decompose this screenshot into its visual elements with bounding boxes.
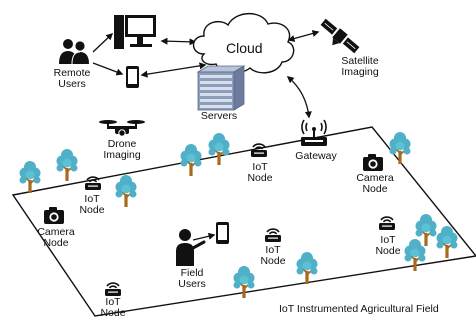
iot-node-label-line2: Node [375, 245, 401, 257]
satellite-icon [320, 18, 360, 54]
iot-node-label-line2: Node [260, 255, 286, 267]
iot-node-label-line2: Node [79, 204, 105, 216]
tree-icon [295, 251, 319, 285]
arrow-phone-cloud [140, 62, 207, 78]
iot-node-label-line1: IoT [105, 296, 121, 308]
gateway-icon [301, 119, 327, 146]
iot-node-label: IoT Node [246, 162, 274, 184]
remote-users-label-line2: Users [58, 78, 86, 90]
tree-icon [435, 225, 459, 259]
arrow-cloud-satellite [287, 30, 320, 42]
gateway-label: Gateway [295, 150, 337, 162]
iot-node-label-line2: Node [100, 307, 126, 319]
camera-node-icon [363, 154, 383, 171]
drone-label-line2: Imaging [103, 149, 141, 161]
iot-node-label-line1: IoT [84, 193, 100, 205]
cloud-label: Cloud [226, 40, 263, 56]
iot-node-label: IoT Node [99, 297, 127, 319]
camera-node-label: Camera Node [354, 173, 396, 195]
iot-node-icon [264, 228, 282, 243]
arrow-users-computer [92, 32, 114, 53]
arrow-computer-cloud [160, 37, 197, 46]
camera-node-label-line1: Camera [37, 226, 75, 238]
remote-users-icon [59, 39, 89, 65]
iot-node-label-line1: IoT [265, 244, 281, 256]
smartphone-icon [126, 66, 139, 88]
iot-node-label-line1: IoT [380, 234, 396, 246]
tree-icon [179, 143, 203, 177]
tree-icon [388, 131, 412, 165]
arrow-field-user-phone [192, 232, 216, 241]
camera-node-label: Camera Node [35, 227, 77, 249]
tree-icon [207, 132, 231, 166]
satellite-label-line2: Imaging [341, 66, 379, 78]
tree-icon [114, 174, 138, 208]
drone-label-line1: Drone [107, 138, 137, 150]
satellite-label-line1: Satellite [341, 55, 379, 67]
field-users-label-line2: Users [178, 278, 206, 290]
iot-node-label-line1: IoT [252, 161, 268, 173]
iot-node-label: IoT Node [78, 194, 106, 216]
servers-icon [196, 65, 246, 111]
iot-node-label-line2: Node [247, 172, 273, 184]
servers-label: Servers [200, 110, 238, 122]
field-smartphone-icon [216, 222, 229, 244]
tree-icon [18, 160, 42, 194]
field-users-label: Field Users [172, 268, 212, 290]
satellite-label: Satellite Imaging [330, 56, 390, 78]
arrow-users-phone [92, 62, 124, 76]
arrow-cloud-gateway [286, 76, 312, 119]
camera-node-label-line2: Node [362, 183, 388, 195]
drone-icon [99, 120, 145, 137]
remote-users-label-line1: Remote [53, 67, 91, 79]
iot-node-label: IoT Node [259, 245, 287, 267]
iot-node-icon [250, 143, 268, 158]
iot-node-label: IoT Node [374, 235, 402, 257]
field-user-icon [176, 229, 206, 266]
iot-node-icon [378, 216, 396, 231]
iot-node-icon [104, 282, 122, 297]
field-users-label-line1: Field [180, 267, 204, 279]
remote-users-label: Remote Users [50, 68, 94, 90]
iot-node-icon [84, 176, 102, 191]
camera-node-label-line1: Camera [356, 172, 394, 184]
camera-node-icon [44, 207, 64, 224]
drone-label: Drone Imaging [94, 139, 150, 161]
field-boundary [11, 126, 476, 317]
tree-icon [55, 148, 79, 182]
field-title: IoT Instrumented Agricultural Field [279, 303, 439, 315]
desktop-computer-icon [114, 15, 156, 49]
camera-node-label-line2: Node [43, 237, 69, 249]
